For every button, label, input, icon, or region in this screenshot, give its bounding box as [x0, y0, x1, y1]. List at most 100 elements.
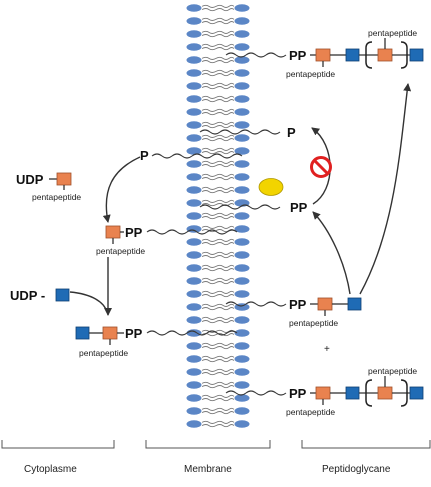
lipid-tail [201, 290, 235, 294]
cytoplasm-bracket [1, 440, 115, 449]
pentapeptide-label: pentapeptide [368, 366, 417, 376]
pentapeptide-label: pentapeptide [79, 348, 128, 358]
lipid-tail [201, 251, 235, 255]
pentapeptide-label: pentapeptide [368, 28, 417, 38]
blue-sugar-unit [75, 326, 90, 340]
lipid-tail [201, 56, 235, 60]
pentapeptide-label: pentapeptide [289, 318, 338, 328]
lipid-tail [201, 21, 235, 25]
lipid-head [186, 95, 202, 103]
pp-label-bottom: PP [289, 386, 307, 401]
lipid-tail [201, 342, 235, 346]
cytoplasm-side: P UDP pentapeptide PP pentapeptide UDP -… [10, 148, 243, 358]
orange-sugar-unit [377, 48, 393, 62]
lipid-tail [201, 303, 235, 307]
peptidoglycan-bracket [301, 440, 431, 449]
pp-label-step3: PP [125, 326, 143, 341]
lipid-tail [199, 204, 281, 210]
lipid-tail [201, 8, 235, 12]
lipid-head [186, 277, 202, 285]
lipid-head [186, 108, 202, 116]
lipid-head [186, 407, 202, 415]
lipid-tail [201, 255, 235, 259]
lipid-head [186, 342, 202, 350]
lipid-head [186, 43, 202, 51]
lipid-tail [201, 320, 235, 324]
lipid-head [234, 212, 250, 220]
lipid-tail [201, 242, 235, 246]
lipid-head [234, 173, 250, 181]
lipid-tail [201, 82, 235, 86]
lipid-head [186, 134, 202, 142]
region-label-membrane: Membrane [184, 464, 232, 475]
arrow-udp-blue [69, 291, 108, 313]
lipid-head [234, 316, 250, 324]
lipid-tail [201, 17, 235, 21]
lipid-head [186, 186, 202, 194]
lipid-head [186, 30, 202, 38]
lipid-tail [201, 372, 235, 376]
pp-label-free: PP [290, 200, 308, 215]
lipid-tail [201, 424, 235, 428]
lipid-tail [201, 134, 235, 138]
lipid-head [186, 251, 202, 259]
lipid-head [234, 342, 250, 350]
orange-sugar-unit [317, 297, 333, 311]
udp-label-1: UDP [16, 172, 44, 187]
lipid-tail [201, 316, 235, 320]
lipid-head [186, 147, 202, 155]
lipid-tail [146, 330, 238, 336]
peptidoglycan-side: PP pentapeptide pentapeptide P PP PP [199, 28, 424, 417]
lipid-tail [201, 177, 235, 181]
lipid-head [234, 147, 250, 155]
lipid-tail [201, 277, 235, 281]
lipid-head [234, 134, 250, 142]
lipid-head [234, 56, 250, 64]
arrow-p-to-pp [102, 156, 141, 223]
lipid-head [234, 329, 250, 337]
pp-label-top: PP [289, 48, 307, 63]
lipid-head [186, 264, 202, 272]
lipid-tail [201, 112, 235, 116]
repeat-bracket-right [400, 379, 408, 407]
lipid-head [186, 316, 202, 324]
lipid-tail [201, 225, 235, 229]
repeat-bracket-right [400, 41, 408, 69]
lipid-tail [201, 307, 235, 311]
lipid-tail [201, 99, 235, 103]
lipid-tail [201, 420, 235, 424]
lipid-head [186, 420, 202, 428]
lipid-tail [201, 333, 235, 337]
lipid-tail [201, 4, 235, 8]
lipid-head [186, 303, 202, 311]
lipid-head [186, 173, 202, 181]
lipid-tail [201, 34, 235, 38]
pentapeptide-label: pentapeptide [96, 246, 145, 256]
blue-sugar-unit [345, 386, 360, 400]
orange-sugar-unit [102, 326, 118, 340]
plus-sign: + [324, 344, 330, 355]
lipid-tail [201, 398, 235, 402]
orange-sugar-unit [105, 225, 121, 239]
lipid-head [234, 251, 250, 259]
lipid-head [186, 381, 202, 389]
lipid-tail [199, 129, 281, 135]
region-label-cytoplasm: Cytoplasme [24, 464, 77, 475]
p-label-periplasm: P [287, 125, 296, 140]
lipid-tail [201, 173, 235, 177]
lipid-head [186, 17, 202, 25]
orange-sugar-unit [377, 386, 393, 400]
lipid-tail [201, 190, 235, 194]
lipid-tail [201, 199, 235, 203]
lipid-tail [201, 95, 235, 99]
pentapeptide-label: pentapeptide [286, 69, 335, 79]
lipid-tail [201, 281, 235, 285]
lipid-tail [146, 229, 238, 235]
lipid-tail [201, 355, 235, 359]
lipid-head [234, 30, 250, 38]
arrow-to-pp-release [312, 211, 351, 295]
lipid-head [234, 108, 250, 116]
lipid-tail [225, 390, 287, 396]
blue-sugar-unit [55, 288, 70, 302]
